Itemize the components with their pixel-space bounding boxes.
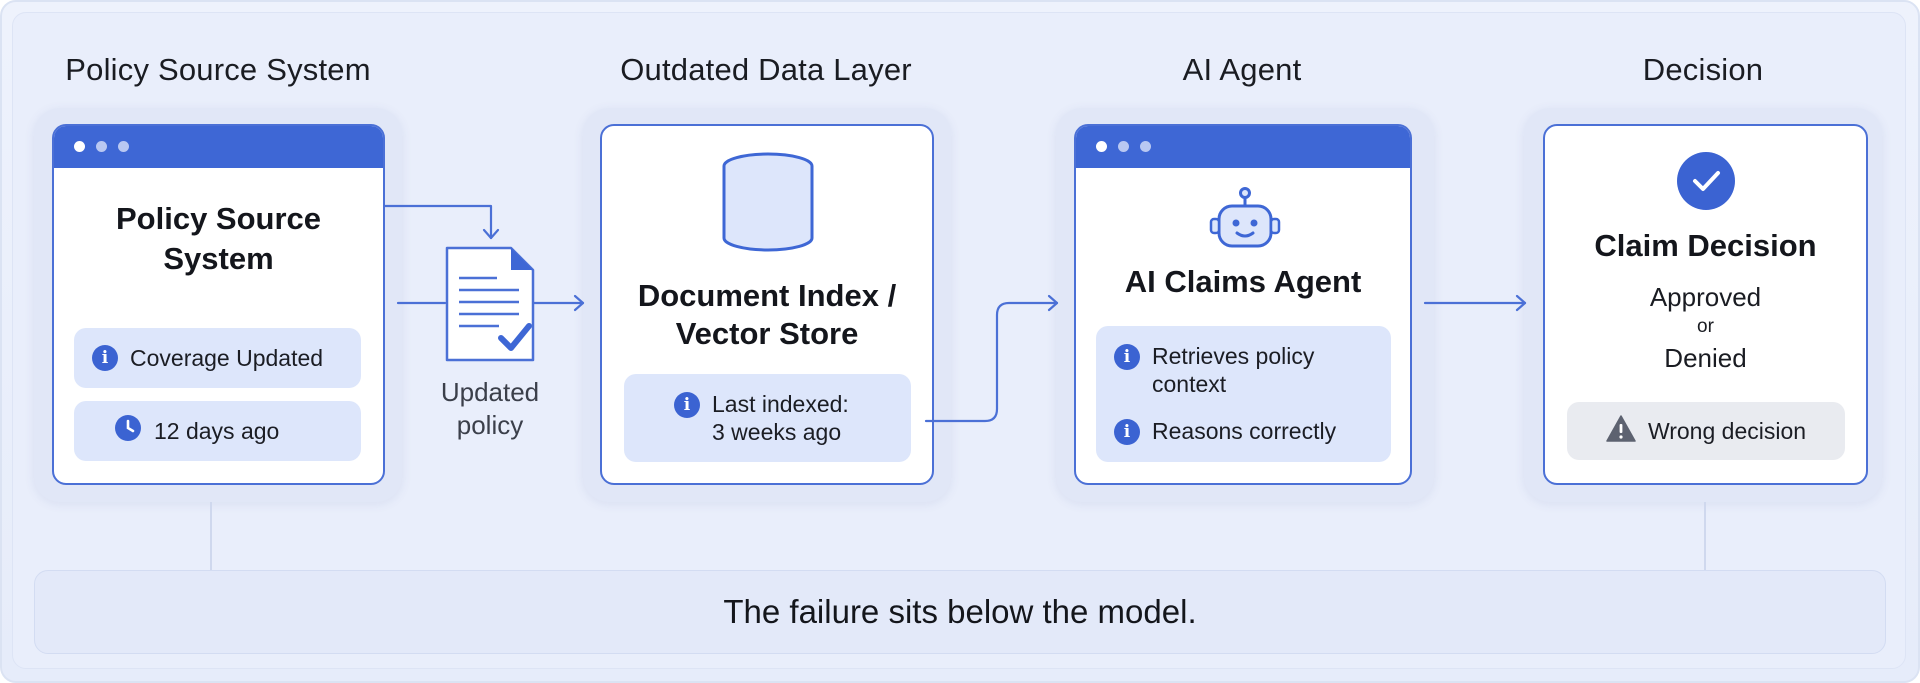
window-dot-icon <box>74 141 85 152</box>
label-line: policy <box>456 410 524 440</box>
footer-banner: The failure sits below the model. <box>34 570 1886 654</box>
card-title-line: System <box>163 241 274 276</box>
chip-line: Last indexed: <box>712 391 849 417</box>
chip-label: Last indexed: 3 weeks ago <box>712 390 849 446</box>
decision-result-approved: Approved <box>1649 282 1762 312</box>
arrow-head <box>573 294 585 312</box>
document-index-card: Document Index / Vector Store i Last ind… <box>600 124 934 485</box>
capability-label: Reasons correctly <box>1152 418 1337 444</box>
database-icon <box>720 152 816 257</box>
capability-item: i Retrieves policy context <box>1114 342 1314 398</box>
header-outdated-data-layer: Outdated Data Layer <box>620 52 912 87</box>
arrow-head <box>482 228 500 240</box>
capability-line: context <box>1152 371 1227 397</box>
info-icon: i <box>674 392 700 418</box>
card-title: AI Claims Agent <box>1124 264 1362 299</box>
card-title-line: Vector Store <box>675 316 859 351</box>
check-circle-icon <box>1677 152 1735 215</box>
capability-line: Retrieves policy <box>1152 343 1315 369</box>
capability-item: i Reasons correctly <box>1114 418 1336 445</box>
arrow-head <box>1515 294 1527 312</box>
warning-icon <box>1606 414 1636 448</box>
decision-result-denied: Denied <box>1664 343 1747 373</box>
claim-decision-card: Claim Decision Approved or Denied Wrong … <box>1543 124 1868 485</box>
updated-policy-label: Updated policy <box>425 376 555 442</box>
info-icon: i <box>92 345 118 371</box>
header-policy-source-system: Policy Source System <box>65 52 371 87</box>
card-title-line: Document Index / <box>637 278 897 313</box>
window-titlebar <box>54 126 383 168</box>
decision-result-or: or <box>1697 316 1714 337</box>
window-dot-icon <box>1096 141 1107 152</box>
arrow-head <box>1047 294 1059 312</box>
window-dot-icon <box>1140 141 1151 152</box>
header-ai-agent: AI Agent <box>1182 52 1302 87</box>
policy-source-card: Policy Source System i Coverage Updated … <box>52 124 385 485</box>
coverage-updated-chip: i Coverage Updated <box>74 328 361 388</box>
wrong-decision-chip: Wrong decision <box>1567 402 1845 460</box>
window-dot-icon <box>96 141 107 152</box>
arrow-index-to-agent <box>924 301 1059 423</box>
capability-label: Retrieves policy context <box>1152 342 1314 398</box>
card-title: Claim Decision <box>1594 228 1817 263</box>
last-indexed-chip: i Last indexed: 3 weeks ago <box>624 374 911 462</box>
info-icon: i <box>1114 418 1140 445</box>
arrow-source-to-document <box>383 204 493 240</box>
robot-icon <box>1209 186 1281 255</box>
info-icon: i <box>1114 344 1140 370</box>
label-line: Updated <box>440 377 540 407</box>
header-decision: Decision <box>1642 52 1764 87</box>
footer-text: The failure sits below the model. <box>723 593 1197 630</box>
agent-capabilities-panel: i Retrieves policy context i Reasons cor… <box>1096 326 1391 462</box>
chip-label: Wrong decision <box>1647 417 1807 444</box>
clock-icon <box>114 414 142 448</box>
window-titlebar <box>1076 126 1410 168</box>
window-dot-icon <box>1118 141 1129 152</box>
ai-claims-agent-card: AI Claims Agent i Retrieves policy conte… <box>1074 124 1412 485</box>
chip-line: 3 weeks ago <box>712 419 842 445</box>
chip-label: 12 days ago <box>154 417 280 444</box>
window-dot-icon <box>118 141 129 152</box>
age-chip: 12 days ago <box>74 401 361 461</box>
card-title-line: Policy Source <box>115 201 322 236</box>
chip-label: Coverage Updated <box>130 344 324 371</box>
